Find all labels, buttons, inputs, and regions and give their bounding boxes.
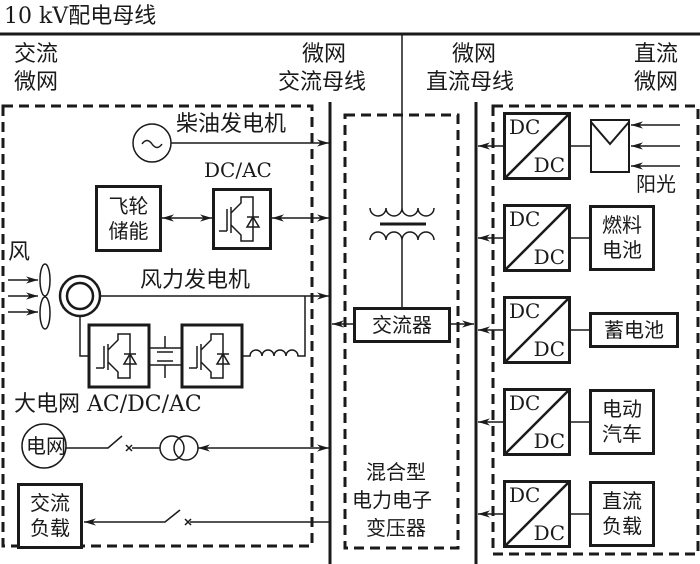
ac-microgrid-label-1: 交流 [14,42,59,67]
ac-load-box: 交流负载 [17,483,83,549]
dcdc-input-label: DC [509,115,541,139]
ac-load-switch [84,509,181,526]
dc-bus-label-1: 微网 [452,42,497,67]
dcdc-output-label: DC [533,153,565,177]
pv-symbol [590,121,630,146]
dc-device-label: 负载 [602,514,642,538]
converter-box: 交流器 [353,307,451,343]
turbine-blade [39,296,51,330]
dc-device-box: 蓄电池 [589,312,679,348]
dc-device-label: 蓄电池 [604,317,664,342]
dc-device-box: 直流负载 [589,481,655,547]
switch-contact [125,444,133,452]
diagonal-divider [506,483,568,545]
wind-generator-label: 风力发电机 [140,268,251,293]
hpet-label-2: 电力电子 [352,488,432,512]
diagonal-divider [506,299,568,361]
turbine-blade [39,263,51,297]
sine-icon [141,139,163,149]
grid-label-text: 大电网 [14,392,81,417]
dcdc-output-label: DC [533,429,565,453]
wind-to-rectifier [79,316,90,357]
dcdc-converter: DC DC [503,112,571,180]
distribution-bus-title: 10 kV配电母线 [4,4,157,29]
switch-contact [184,518,192,526]
dcdc-converter: DC DC [503,480,571,548]
dcdc-output-label: DC [533,337,565,361]
grid-transformer-icon [159,435,185,461]
flywheel-label-2: 储能 [108,218,149,243]
acdcac-label: AC/DC/AC [87,392,202,417]
hpet-label-3: 变压器 [366,516,426,540]
flywheel-storage-box: 飞轮储能 [95,185,162,252]
grid-circle-label: 电网 [26,434,66,458]
dcdc-converter: DC DC [503,204,571,272]
dc-microgrid-label-1: 直流 [634,42,679,67]
igbt-diode-icon [219,196,261,242]
wind-label: 风 [8,240,31,265]
ac-load-label-2: 负载 [30,516,70,540]
grid-label: 大电网 AC/DC/AC [14,392,202,418]
ac-microgrid-boundary [1,104,314,548]
grid-symbol [21,423,67,469]
dcdc-converter: DC DC [503,388,571,456]
dc-microgrid-label-2: 微网 [634,70,679,95]
diesel-generator-label: 柴油发电机 [176,112,287,137]
grid-transformer-icon [173,435,199,461]
ac-load-label-1: 交流 [30,491,70,515]
dc-device-label: 直流 [602,489,642,513]
dcdc-input-label: DC [509,299,541,323]
rectifier-box [87,323,151,389]
dcdc-output-label: DC [533,521,565,545]
dcdc-input-label: DC [509,391,541,415]
diagonal-divider [506,207,568,269]
dcdc-converter: DC DC [503,296,571,364]
transformer-coil-icon [369,231,435,241]
flywheel-label-1: 飞轮 [108,193,149,218]
dc-device-label: 汽车 [602,422,642,446]
dc-device-box: 燃料电池 [589,205,655,271]
grid-switch [66,435,123,449]
rectifier-igbt-icon [96,333,138,379]
diagonal-divider [506,391,568,453]
inductor-icon [242,296,306,357]
dc-device-label: 燃料 [602,213,642,237]
dcdc-input-label: DC [509,207,541,231]
inverter-igbt-icon [189,333,231,379]
wind-generator-rotor [65,281,95,311]
sunlight-label: 阳光 [636,172,676,196]
ac-bus-label-1: 微网 [302,42,347,67]
dcac-inverter-box [212,188,272,250]
hpet-label-1: 混合型 [366,460,426,484]
dc-device-label: 电池 [602,238,642,262]
transformer-coil-icon [369,207,435,217]
dcdc-output-label: DC [533,245,565,269]
dcac-label: DC/AC [204,158,272,182]
dc-bus-label-2: 直流母线 [426,70,515,95]
ac-microgrid-label-2: 微网 [14,70,59,95]
dcdc-input-label: DC [509,483,541,507]
hpet-boundary [343,113,460,550]
ac-bus-label-2: 交流母线 [278,70,367,95]
dc-device-label: 电动 [602,397,642,421]
diagonal-divider [506,115,568,177]
dc-device-box: 电动汽车 [589,389,655,455]
